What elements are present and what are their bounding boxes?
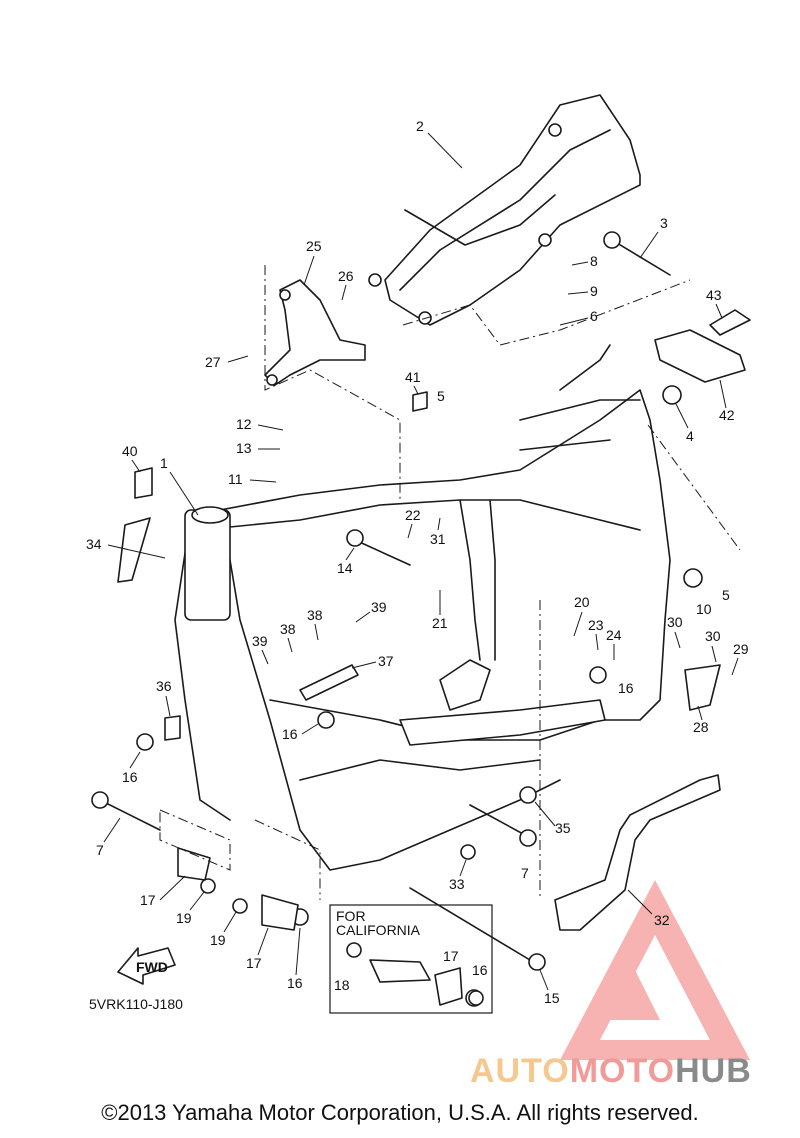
callout-21: 21	[432, 615, 448, 631]
callout-15: 15	[544, 990, 560, 1006]
callout-23: 23	[588, 617, 604, 633]
callout-8: 8	[590, 253, 598, 269]
frame-exploded-diagram: FWD FOR CALIFORNIA 18 17 16 1 2 3 4 5 5 …	[86, 94, 751, 1060]
callout-2: 2	[416, 118, 424, 134]
california-callout-17: 17	[443, 948, 459, 964]
fwd-arrow-icon: FWD	[117, 947, 176, 985]
callout-14: 14	[337, 560, 353, 576]
callout-24: 24	[606, 627, 622, 643]
callout-30a: 30	[667, 614, 683, 630]
callout-19a: 19	[176, 910, 192, 926]
callout-28: 28	[693, 719, 709, 735]
callout-13: 13	[236, 440, 252, 456]
california-callout-16: 16	[472, 962, 488, 978]
watermark-auto: AUTO	[470, 1052, 570, 1090]
callout-16d: 16	[287, 975, 303, 991]
callout-43: 43	[706, 287, 722, 303]
callout-38a: 38	[280, 621, 296, 637]
callout-33: 33	[449, 876, 465, 892]
callout-38b: 38	[307, 607, 323, 623]
callout-35: 35	[555, 820, 571, 836]
callout-29: 29	[733, 641, 749, 657]
watermark-moto: MOTO	[569, 1052, 676, 1090]
callout-42: 42	[719, 407, 735, 423]
callout-19b: 19	[210, 932, 226, 948]
callout-39a: 39	[371, 599, 387, 615]
copyright-text: ©2013 Yamaha Motor Corporation, U.S.A. A…	[101, 1100, 699, 1125]
watermark-hub: HUB	[675, 1052, 752, 1090]
callout-40: 40	[122, 443, 138, 459]
watermark-logo	[560, 880, 750, 1060]
main-frame	[91, 94, 751, 1007]
fwd-label: FWD	[136, 959, 168, 975]
callout-17a: 17	[140, 892, 156, 908]
callout-16a: 16	[618, 680, 634, 696]
callout-1: 1	[160, 455, 168, 471]
california-inset-box: FOR CALIFORNIA 18 17 16	[329, 904, 493, 1014]
callout-17b: 17	[246, 955, 262, 971]
callout-36: 36	[156, 678, 172, 694]
callout-20: 20	[574, 594, 590, 610]
callout-7b: 7	[521, 865, 529, 881]
callout-6: 6	[590, 308, 598, 324]
callout-27: 27	[205, 354, 221, 370]
callout-41: 41	[405, 369, 421, 385]
watermark-text: AUTOMOTOHUB	[470, 1052, 752, 1091]
callout-25: 25	[306, 238, 322, 254]
callout-31: 31	[430, 531, 446, 547]
california-title-line2: CALIFORNIA	[336, 922, 421, 938]
callout-26: 26	[338, 268, 354, 284]
callout-5b: 5	[722, 587, 730, 603]
callout-34: 34	[86, 536, 102, 552]
callout-3: 3	[660, 215, 668, 231]
callout-7a: 7	[96, 842, 104, 858]
callout-labels: 1 2 3 4 5 5 6 7 7 8 9 10 11 12 13 14 15 …	[86, 118, 749, 1006]
callout-11: 11	[228, 471, 243, 487]
callout-5: 5	[437, 388, 445, 404]
callout-37: 37	[378, 653, 394, 669]
callout-4: 4	[686, 428, 694, 444]
callout-16c: 16	[122, 769, 138, 785]
callout-30b: 30	[705, 628, 721, 644]
diagram-part-code: 5VRK110-J180	[89, 996, 183, 1012]
callout-32: 32	[654, 912, 670, 928]
callout-12: 12	[236, 416, 252, 432]
callout-22: 22	[405, 507, 421, 523]
california-callout-18: 18	[334, 977, 350, 993]
callout-39b: 39	[252, 633, 268, 649]
california-title-line1: FOR	[336, 908, 366, 924]
callout-9: 9	[590, 283, 598, 299]
callout-10: 10	[696, 601, 712, 617]
callout-16b: 16	[282, 726, 298, 742]
